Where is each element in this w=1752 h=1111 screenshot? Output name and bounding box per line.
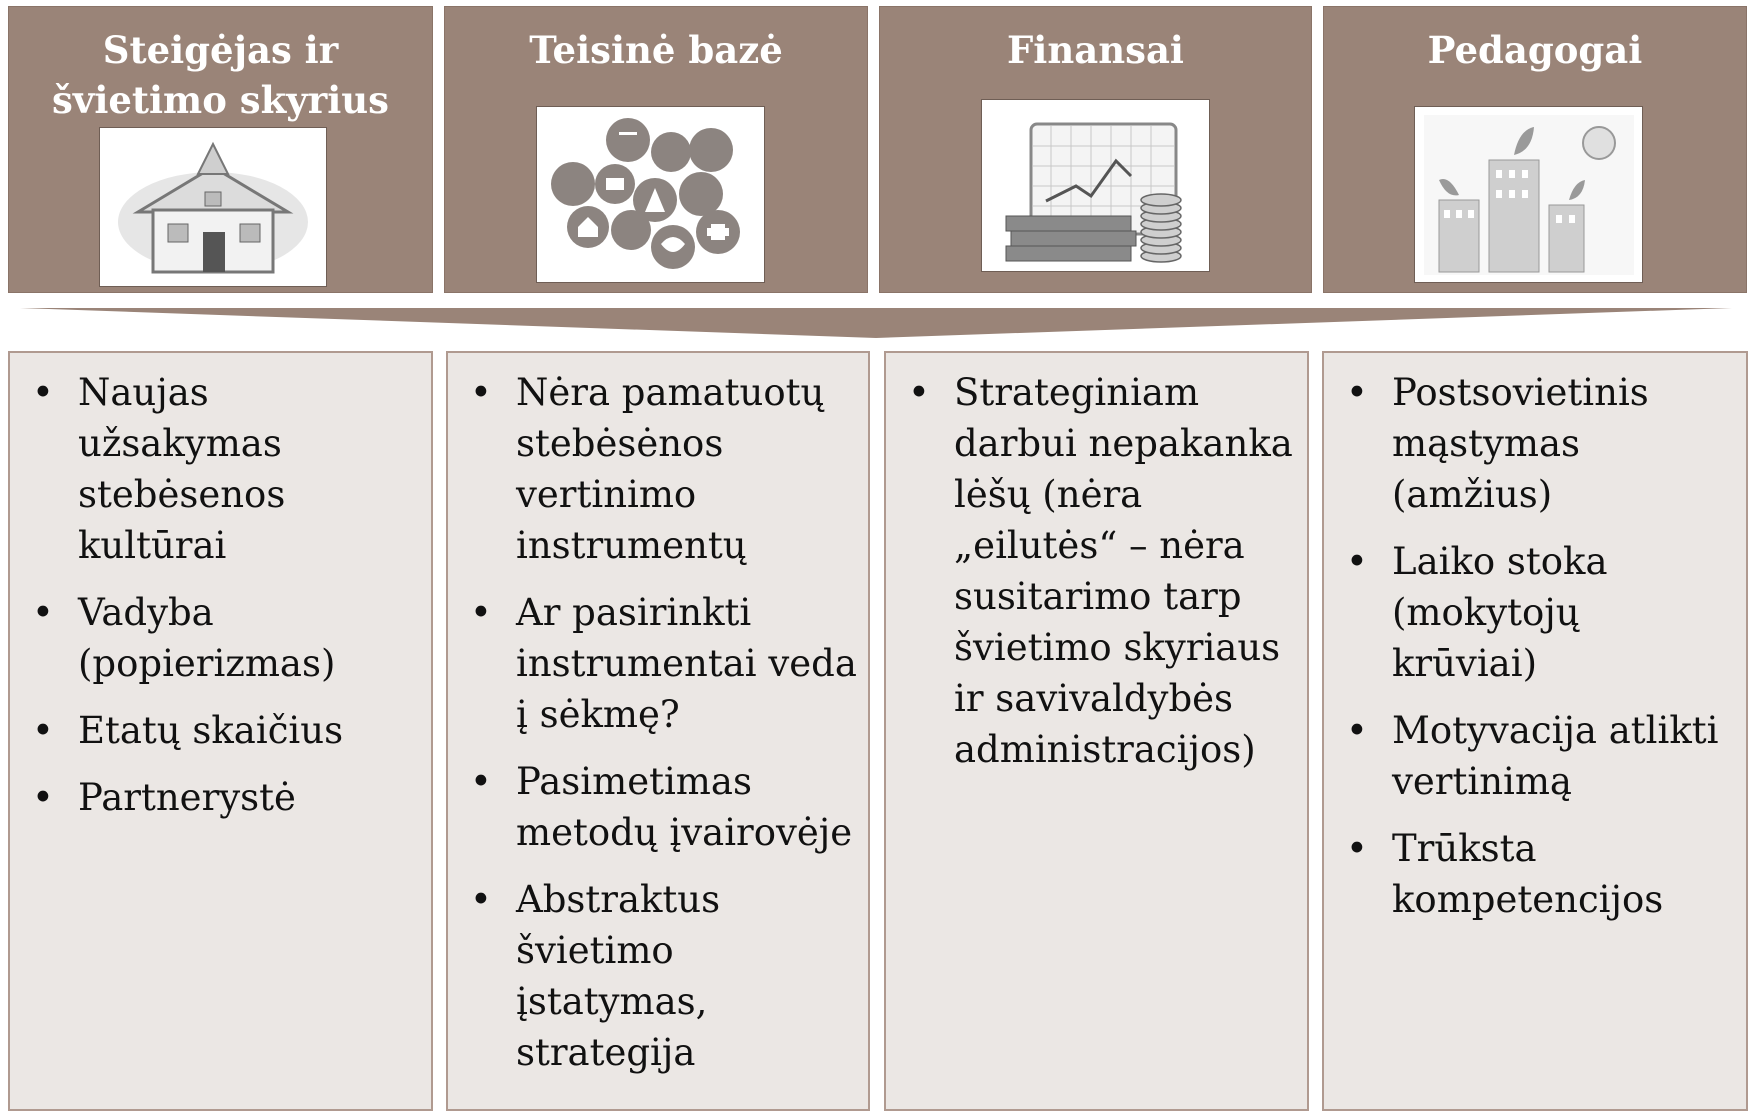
column-pedagogai-issues: Postsovietinis mąstymas (amžius) Laiko s…	[1322, 351, 1748, 1111]
social-services-icons-collage	[536, 106, 765, 283]
list-item: Motyvacija atlikti vertinimą	[1324, 705, 1736, 807]
column-title: Pedagogai	[1427, 28, 1643, 72]
finance-chart-money-icon	[981, 99, 1210, 272]
list-item: Pasimetimas metodų įvairovėje	[448, 756, 858, 858]
list-item: Postsovietinis mąstymas (amžius)	[1324, 367, 1736, 520]
column-title: Steigėjas ir švietimo skyrius	[51, 28, 390, 122]
list-item: Ar pasirinkti instrumentai veda į sėkmę?	[448, 587, 858, 740]
list-item: Abstraktus švietimo įstatymas, strategij…	[448, 874, 858, 1078]
list-item: Partnerystė	[10, 772, 421, 823]
down-arrow-banner	[20, 308, 1732, 338]
list-item: Trūksta kompetencijos	[1324, 823, 1736, 925]
column-finansai-issues: Strateginiam darbui nepakanka lėšų (nėra…	[884, 351, 1309, 1111]
list-item: Laiko stoka (mokytojų krūviai)	[1324, 536, 1736, 689]
column-title: Finansai	[1007, 28, 1184, 72]
list-item: Naujas užsakymas stebėsenos kultūrai	[10, 367, 421, 571]
column-teisine-baze-issues: Nėra pamatuotų stebėsėnos vertinimo inst…	[446, 351, 870, 1111]
school-house-icon	[99, 127, 327, 287]
column-title: Teisinė bazė	[529, 28, 783, 72]
list-item: Nėra pamatuotų stebėsėnos vertinimo inst…	[448, 367, 858, 571]
list-item: Etatų skaičius	[10, 705, 421, 756]
list-item: Strateginiam darbui nepakanka lėšų (nėra…	[886, 367, 1297, 775]
list-item: Vadyba (popierizmas)	[10, 587, 421, 689]
column-steigejas-issues: Naujas užsakymas stebėsenos kultūrai Vad…	[8, 351, 433, 1111]
growing-buildings-icon	[1414, 106, 1643, 283]
